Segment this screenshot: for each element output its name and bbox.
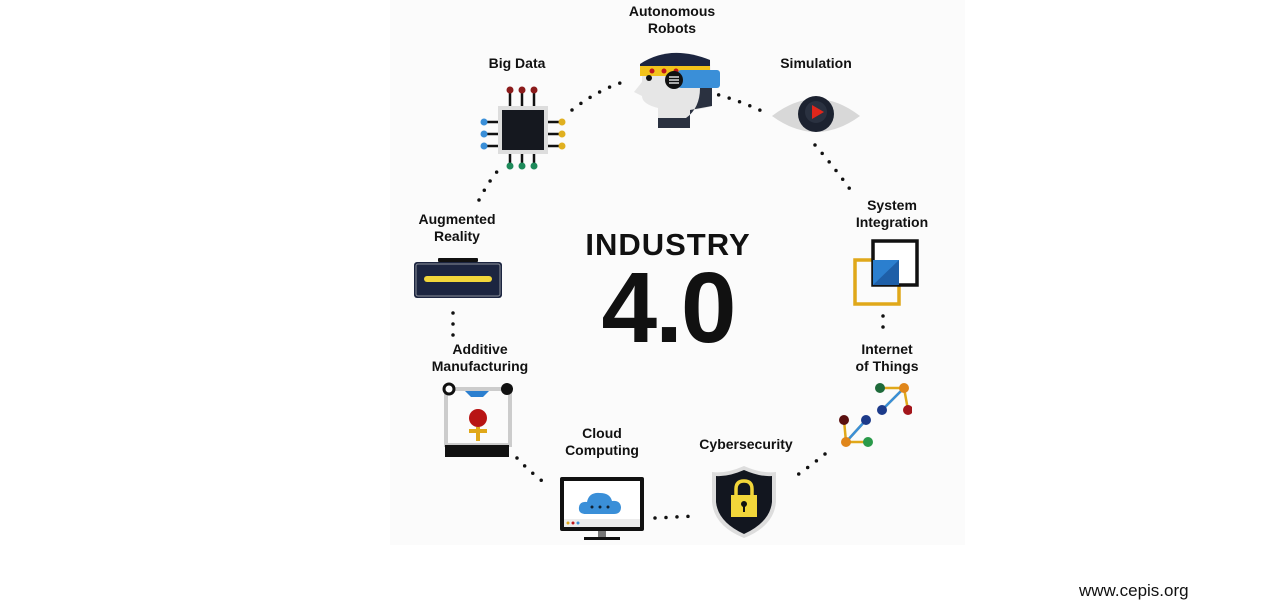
title-industry: INDUSTRY xyxy=(585,227,751,262)
label-line: Augmented xyxy=(418,211,496,227)
connector-simulation-integration xyxy=(813,143,854,194)
label-line: Cybersecurity xyxy=(699,436,793,452)
label-line: Manufacturing xyxy=(431,358,529,374)
network-nodes-icon xyxy=(839,383,912,447)
website-url: www.cepis.org xyxy=(1079,581,1189,600)
connector-ar-bigdata xyxy=(477,166,502,202)
connector-bigdata-robots xyxy=(570,78,632,112)
label-line: Autonomous xyxy=(628,3,716,19)
connector-robots-simulation xyxy=(706,90,770,116)
label-line: System xyxy=(867,197,917,213)
label-line: Robots xyxy=(647,20,697,36)
label-big-data: Big Data xyxy=(489,55,546,72)
label-line: Simulation xyxy=(780,55,852,71)
shield-lock-icon xyxy=(712,466,776,538)
label-cloud-computing: Cloud Computing xyxy=(565,425,639,459)
label-autonomous-robots: Autonomous Robots xyxy=(629,3,715,37)
3d-printer-icon xyxy=(442,382,513,457)
overlapping-squares-icon xyxy=(853,239,919,306)
robot-head-icon xyxy=(634,52,720,129)
label-additive-manufacturing: Additive Manufacturing xyxy=(432,341,528,375)
label-line: Cloud xyxy=(582,425,622,441)
label-line: Additive xyxy=(452,341,508,357)
label-internet-of-things: Internet of Things xyxy=(856,341,919,375)
label-line: Reality xyxy=(434,228,480,244)
monitor-cloud-icon xyxy=(560,477,644,540)
label-system-integration: System Integration xyxy=(856,197,928,231)
label-line: of Things xyxy=(855,358,919,374)
label-augmented-reality: Augmented Reality xyxy=(419,211,496,245)
label-line: Integration xyxy=(855,214,929,230)
ar-headset-icon xyxy=(414,258,502,298)
connector-iot-cyber xyxy=(788,452,827,482)
eye-play-icon xyxy=(772,96,860,132)
title-version: 4.0 xyxy=(601,252,736,364)
label-cybersecurity: Cybersecurity xyxy=(699,436,792,453)
label-line: Computing xyxy=(565,442,639,458)
chip-icon xyxy=(480,86,566,170)
label-simulation: Simulation xyxy=(780,55,852,72)
connector-cloud-additive xyxy=(515,456,548,486)
connector-cyber-cloud xyxy=(653,514,697,520)
label-line: Big Data xyxy=(488,55,546,71)
label-line: Internet xyxy=(861,341,913,357)
